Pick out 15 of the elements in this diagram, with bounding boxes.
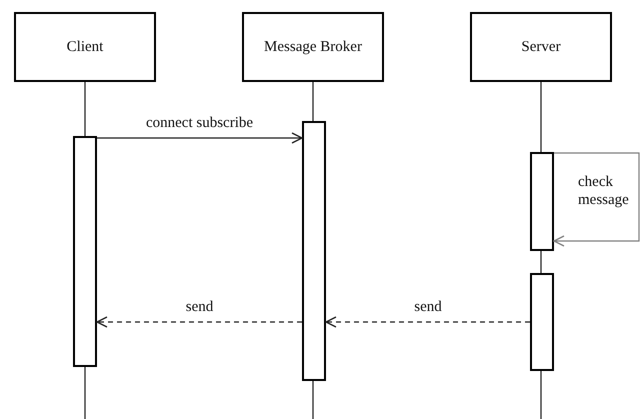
message-label: connect subscribe [146,114,254,132]
message-arrow [96,316,302,328]
message-label: send [186,298,214,316]
message-arrow [325,316,530,328]
participant-box: Client [14,12,156,82]
participant-box: Server [470,12,612,82]
activation-bar [73,136,97,367]
self-message-arrow [553,152,640,247]
activation-bar [530,152,554,251]
activation-bar [530,273,554,371]
activation-bar [302,121,326,381]
message-label: check message [578,173,630,209]
participant-box: Message Broker [242,12,384,82]
message-arrow [97,132,303,144]
message-label: send [414,298,442,316]
